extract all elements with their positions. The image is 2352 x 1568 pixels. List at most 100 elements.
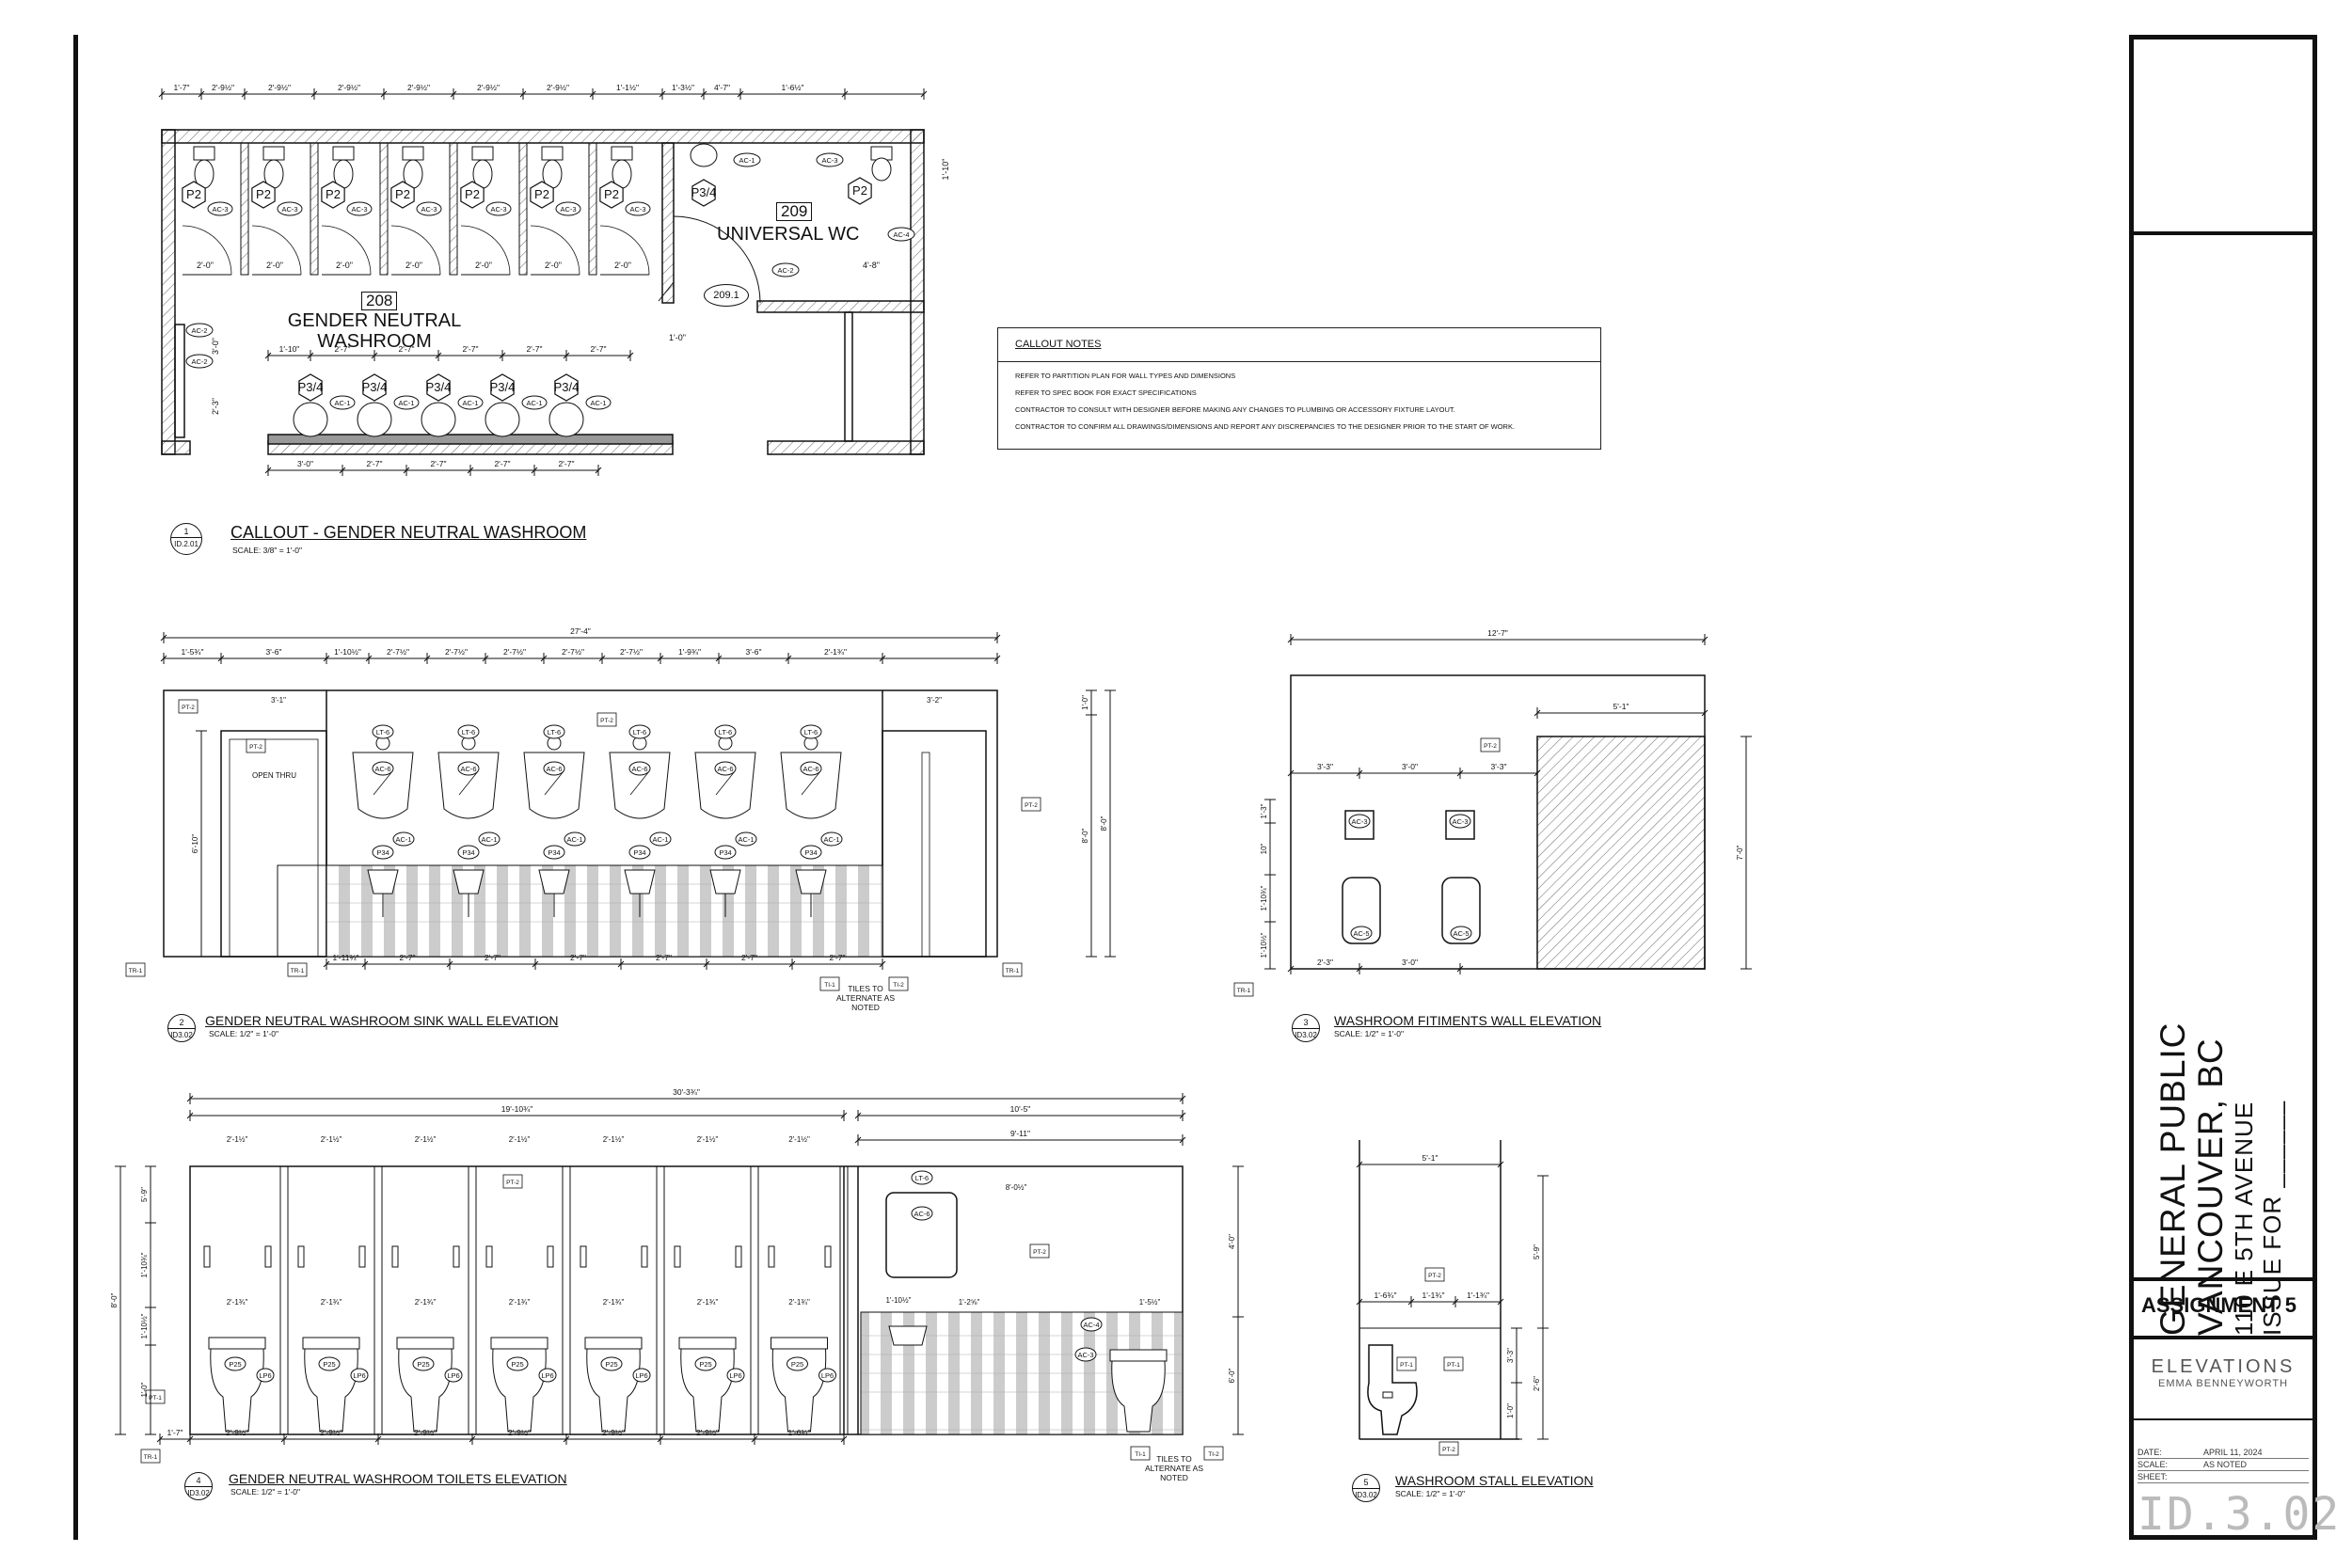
plan-left-dim: 2'-3" xyxy=(211,398,220,415)
toilet-bowl xyxy=(680,1348,735,1433)
e3-height-dim: 1'-3" xyxy=(1260,803,1268,818)
e2-door-dim: 3'-2" xyxy=(927,696,942,705)
sink-bowl xyxy=(548,402,584,437)
e2-bottom-dim: 2'-7" xyxy=(741,953,757,962)
mirror-glint xyxy=(629,770,650,796)
e4-bottom-dim: 2'-9½" xyxy=(414,1428,437,1437)
toilet-tank xyxy=(396,1337,454,1350)
finish-tag: TR-1 xyxy=(144,1454,158,1461)
mirror-glint xyxy=(458,770,479,796)
toilet-tank xyxy=(262,146,285,161)
fixture-tag: P34 xyxy=(719,848,731,857)
stall-dim: 2'-0" xyxy=(336,261,353,270)
mirror-glint xyxy=(373,770,393,796)
grab-bar xyxy=(641,1245,648,1268)
e4-right-sub-dim: 9'-11" xyxy=(1010,1129,1030,1138)
floor-plan xyxy=(161,129,925,455)
view-3-title: WASHROOM FITIMENTS WALL ELEVATION xyxy=(1334,1013,1602,1028)
grab-bar xyxy=(391,1245,399,1268)
plan-left-dim: 3'-0" xyxy=(211,338,220,355)
plan-sink-top-dim: 2'-7" xyxy=(527,344,543,354)
fixture-tag: LP6 xyxy=(447,1371,459,1380)
plan-top-dim: 1'-7" xyxy=(174,83,190,92)
toilet-tank xyxy=(208,1337,266,1350)
sheet-border-left xyxy=(73,35,78,1540)
sink xyxy=(709,869,741,895)
e5-grab xyxy=(1382,1391,1393,1399)
plan-sink-top-dim: 2'-7" xyxy=(463,344,479,354)
door-tag: 209.1 xyxy=(704,284,749,307)
tb-address: 110 E 5TH AVENUE xyxy=(2230,1101,2258,1336)
e3-bottom-dim: 3'-0" xyxy=(1402,958,1418,967)
uwc-toilet-bowl xyxy=(871,157,892,182)
toilet-tank xyxy=(302,1337,360,1350)
fixture-tag: AC-6 xyxy=(460,765,476,773)
e3-height-dim: 7'-0" xyxy=(1736,845,1744,860)
e4-right-dim: 1'-2⅝" xyxy=(959,1298,980,1307)
fixture-tag: LP6 xyxy=(821,1371,834,1380)
plan-sink-top-dim: 2'-7" xyxy=(591,344,607,354)
fixture-tag: AC-6 xyxy=(914,1210,930,1218)
fixture-tag-p34: P3/4 xyxy=(426,380,452,394)
fixture-tag-p2: P2 xyxy=(465,187,480,201)
fixture-tag: AC-1 xyxy=(738,835,754,844)
grab-bar xyxy=(264,1245,272,1268)
e4-height-dim: 1'-10½" xyxy=(140,1313,149,1338)
plan-top-dim: 2'-9½" xyxy=(547,83,569,92)
fixture-tag: LP6 xyxy=(635,1371,647,1380)
e4-mid-dim: 2'-1¾" xyxy=(227,1298,248,1307)
view-4-scale: SCALE: 1/2" = 1'-0" xyxy=(230,1487,301,1497)
e4-mirror-dim: 1'-10½" xyxy=(885,1296,911,1305)
e2-bottom-dim: 1'-11¾" xyxy=(332,953,358,962)
e2-top-dim: 2'-7½" xyxy=(562,647,584,657)
stall-door-swing xyxy=(321,225,372,276)
fixture-tag: P25 xyxy=(605,1360,617,1369)
plan-top-dim: 2'-9½" xyxy=(477,83,500,92)
e4-stall-dim: 2'-1½" xyxy=(321,1135,342,1144)
fixture-tag-p2: P2 xyxy=(256,187,271,201)
e4-mid-dim: 2'-1¾" xyxy=(788,1298,810,1307)
fixture-tag: AC-3 xyxy=(1077,1351,1093,1359)
fixture-tag: AC-1 xyxy=(823,835,839,844)
view-1-scale: SCALE: 3/8" = 1'-0" xyxy=(232,546,303,555)
view-2-title: GENDER NEUTRAL WASHROOM SINK WALL ELEVAT… xyxy=(205,1013,559,1028)
fixture-tag: AC-6 xyxy=(374,765,390,773)
plan-sink-bottom-dim: 2'-7" xyxy=(495,459,511,468)
grab-bar xyxy=(358,1245,366,1268)
plan-sink-top-dim: 1'-10" xyxy=(279,344,300,354)
fixture-tag: P25 xyxy=(511,1360,523,1369)
accessory-tag: AC-1 xyxy=(739,156,755,165)
e2-height-dim: 1'-0" xyxy=(1081,695,1089,710)
sink-bowl xyxy=(357,402,392,437)
fixture-tag: LT-6 xyxy=(548,728,561,736)
fixture-tag-p2: P2 xyxy=(326,187,341,201)
e4-bottom-dim: 2'-9½" xyxy=(226,1428,248,1437)
e4-height-dim: 5'-9" xyxy=(140,1187,149,1202)
fixture-tag: AC-1 xyxy=(566,835,582,844)
grab-bar xyxy=(768,1245,775,1268)
e4-overall-dim: 30'-3¾" xyxy=(673,1087,700,1097)
stall-dim: 2'-0" xyxy=(197,261,214,270)
sink xyxy=(795,869,827,895)
e4-mid-dim: 2'-1¾" xyxy=(697,1298,719,1307)
e4-stall-dim: 2'-1½" xyxy=(788,1135,810,1144)
finish-tag: PT-2 xyxy=(1428,1273,1441,1279)
fixture-tag: LP6 xyxy=(729,1371,741,1380)
e4-stall-dim: 2'-1½" xyxy=(603,1135,625,1144)
plan-sink-top-dim: 2'-7" xyxy=(335,344,351,354)
accessory-tag: AC-3 xyxy=(281,205,297,214)
e2-top-dim: 2'-7½" xyxy=(445,647,468,657)
e3-dim: 3'-3" xyxy=(1491,762,1507,771)
e2-overall-dim: 27'-4" xyxy=(570,626,591,636)
finish-tag: PT-1 xyxy=(1400,1362,1413,1369)
sink-bowl xyxy=(485,402,520,437)
e4-right-dim: 10'-5" xyxy=(1010,1104,1031,1114)
accessory-tag: AC-3 xyxy=(629,205,645,214)
stall-partition xyxy=(240,142,249,276)
fixture-tag: AC-6 xyxy=(803,765,818,773)
grab-bar xyxy=(735,1245,742,1268)
mirror-glint xyxy=(544,770,564,796)
